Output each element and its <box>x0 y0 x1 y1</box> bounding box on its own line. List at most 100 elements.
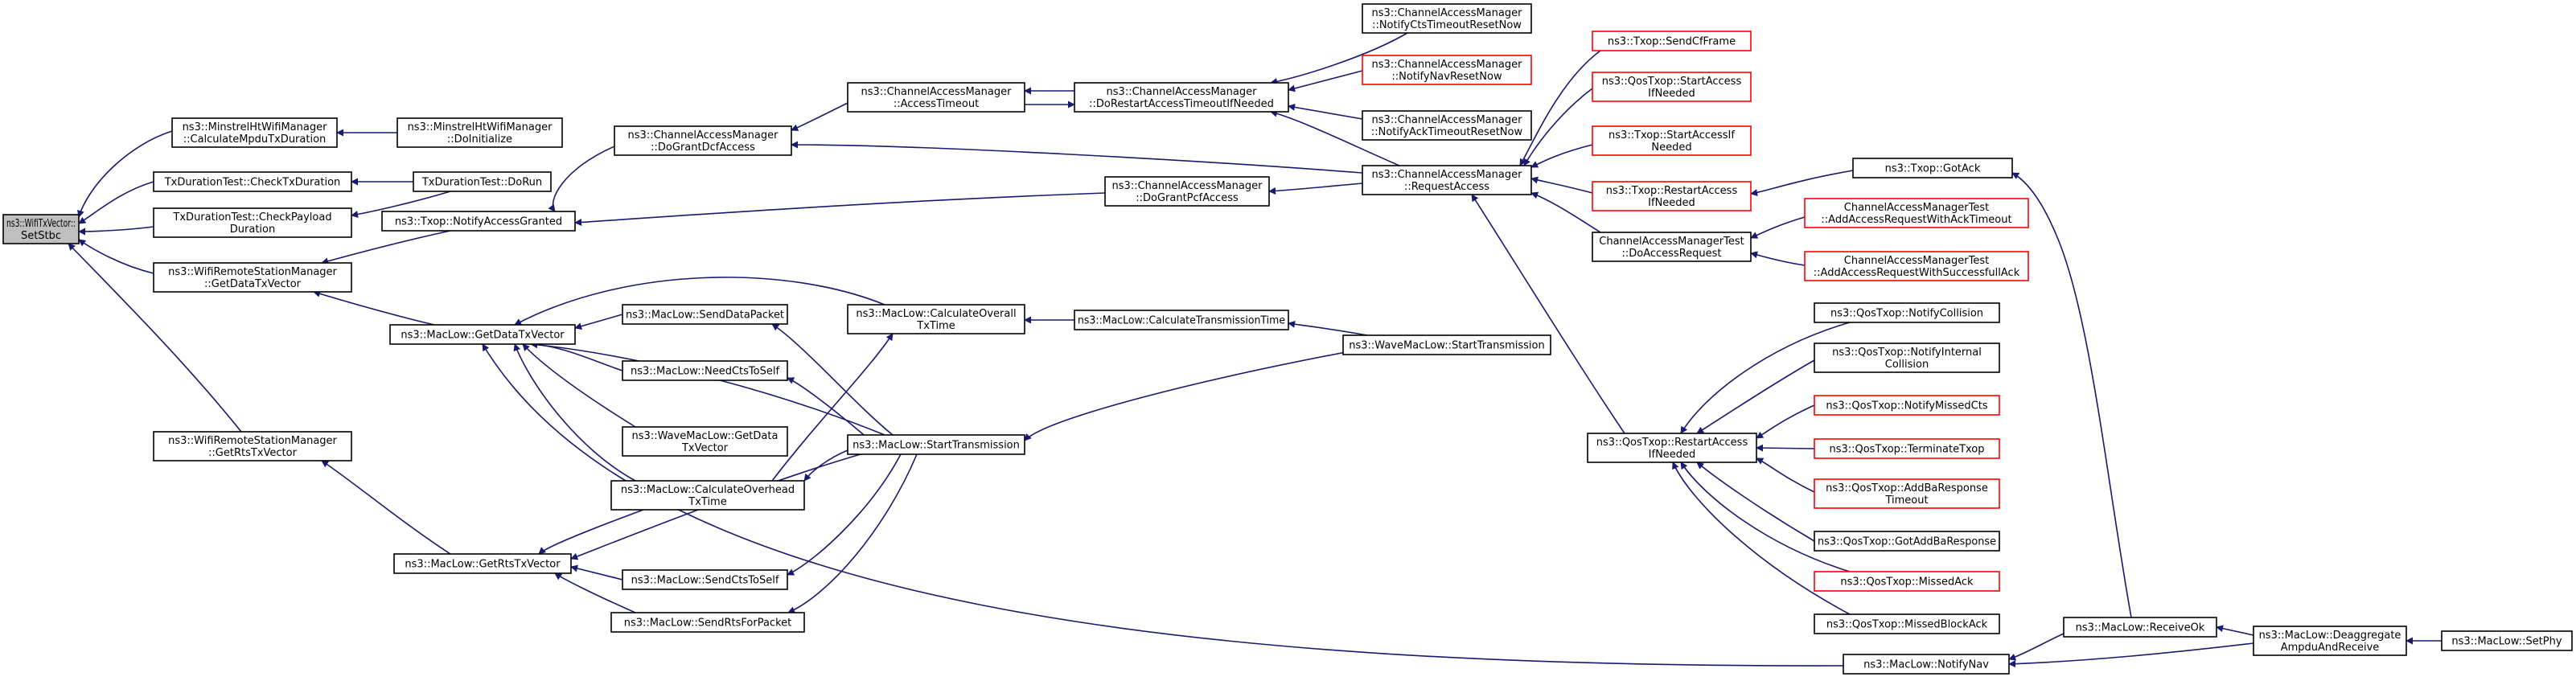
graph-node-n36[interactable]: ChannelAccessManagerTest::AddAccessReque… <box>1804 198 2029 228</box>
graph-node-n46[interactable]: ns3::Txop::GotAck <box>1852 158 2013 178</box>
node-box <box>1814 302 2000 323</box>
node-box <box>622 304 788 325</box>
graph-node-n41[interactable]: ns3::QosTxop::TerminateTxop <box>1814 438 2000 459</box>
edge-n27-to-n21 <box>1270 109 1400 166</box>
graph-node-n6[interactable]: ns3::WifiRemoteStationManager::GetDataTx… <box>153 262 352 293</box>
edge-path <box>791 102 848 131</box>
node-label: ns3::QosTxop::RestartAccess <box>1596 437 1748 449</box>
graph-node-n43[interactable]: ns3::QosTxop::GotAddBaResponse <box>1814 531 2000 552</box>
graph-node-n49[interactable]: ns3::MacLow::SetPhy <box>2441 630 2573 651</box>
graph-node-n14[interactable]: ns3::WaveMacLow::GetDataTxVector <box>622 426 788 457</box>
graph-node-n34[interactable]: ChannelAccessManagerTest::DoAccessReques… <box>1592 232 1752 262</box>
edge-path <box>1270 109 1400 166</box>
graph-node-n22[interactable]: ns3::ChannelAccessManager::DoGrantPcfAcc… <box>1104 176 1270 207</box>
graph-node-n12[interactable]: ns3::MacLow::SendDataPacket <box>622 304 788 325</box>
graph-node-n17[interactable]: ns3::MacLow::SendRtsForPacket <box>610 612 805 633</box>
node-label: ::GetRtsTxVector <box>208 447 298 459</box>
node-box <box>2063 617 2217 638</box>
node-label: ns3::MacLow::SendDataPacket <box>626 310 784 322</box>
node-label: ns3::WaveMacLow::StartTransmission <box>1349 340 1544 352</box>
edge-path <box>530 341 885 436</box>
node-label: ns3::Txop::GotAck <box>1885 163 1981 175</box>
edge-path <box>77 130 173 218</box>
node-box <box>153 207 352 238</box>
graph-node-n20[interactable]: ns3::MacLow::StartTransmission <box>847 434 1025 455</box>
node-box <box>1852 158 2013 178</box>
graph-node-n45[interactable]: ns3::QosTxop::MissedBlockAck <box>1814 613 2000 634</box>
node-label: ns3::MacLow::ReceiveOk <box>2076 622 2205 634</box>
node-label: ns3::ChannelAccessManager <box>1372 7 1523 19</box>
edge-path <box>570 564 623 580</box>
node-box <box>1592 31 1752 51</box>
node-label: ns3::Txop::NotifyAccessGranted <box>395 216 562 228</box>
node-label: ns3::QosTxop::AddBaResponse <box>1826 482 1988 494</box>
graph-node-n11[interactable]: ns3::MacLow::GetRtsTxVector <box>393 553 572 574</box>
graph-node-n16[interactable]: ns3::MacLow::SendCtsToSelf <box>622 569 788 590</box>
graph-node-n27[interactable]: ns3::ChannelAccessManager::RequestAccess <box>1362 165 1532 195</box>
node-box <box>393 553 572 574</box>
graph-node-n30[interactable]: ns3::Txop::SendCfFrame <box>1592 31 1752 51</box>
node-box <box>1362 3 1532 34</box>
edge-path <box>351 191 451 218</box>
edge-path <box>78 181 154 224</box>
graph-node-n37[interactable]: ChannelAccessManagerTest::AddAccessReque… <box>1804 251 2029 281</box>
graph-node-n29[interactable]: ns3::MacLow::NotifyNav <box>1843 654 2010 675</box>
graph-node-n24[interactable]: ns3::ChannelAccessManager::NotifyCtsTime… <box>1362 3 1532 34</box>
graph-node-n10[interactable]: ns3::MacLow::GetDataTxVector <box>389 324 576 345</box>
graph-node-n9[interactable]: ns3::Txop::NotifyAccessGranted <box>381 211 576 232</box>
node-box <box>381 211 576 232</box>
node-label: ns3::WifiRemoteStationManager <box>168 435 337 447</box>
edge-n12-to-n10 <box>574 314 623 330</box>
edge-path <box>321 460 451 555</box>
node-box <box>610 480 805 511</box>
edge-n46-to-n33 <box>1750 170 1854 197</box>
graph-node-n8[interactable]: ns3::ChannelAccessManager::DoGrantDcfAcc… <box>614 125 792 156</box>
graph-node-n3[interactable]: TxDurationTest::CheckTxDuration <box>153 171 352 192</box>
node-label: ns3::MacLow::StartTransmission <box>853 440 1020 452</box>
graph-node-n21[interactable]: ns3::ChannelAccessManager::DoRestartAcce… <box>1074 82 1289 113</box>
graph-node-n0[interactable]: ns3::WifiTxVector::SetStbc <box>2 214 80 244</box>
edge-n48-to-n29 <box>2008 642 2254 668</box>
edge-n30-to-n27 <box>1519 50 1601 166</box>
edge-path <box>1756 444 1815 452</box>
node-label: ChannelAccessManagerTest <box>1599 236 1744 248</box>
edge-path <box>1268 183 1363 195</box>
graph-node-n18[interactable]: ns3::ChannelAccessManager::AccessTimeout <box>847 82 1025 113</box>
edge-n34-to-n27 <box>1530 191 1601 233</box>
edge-path <box>482 343 1844 667</box>
edge-path <box>1471 194 1625 434</box>
graph-node-n25[interactable]: ns3::ChannelAccessManager::NotifyNavRese… <box>1362 55 1532 85</box>
edge-path <box>554 572 636 613</box>
graph-node-n28[interactable]: ns3::WaveMacLow::StartTransmission <box>1342 334 1551 355</box>
graph-node-n1[interactable]: ns3::MinstrelHtWifiManager::CalculateMpd… <box>171 117 338 148</box>
graph-node-n4[interactable]: TxDurationTest::DoRun <box>413 171 552 192</box>
graph-node-n7[interactable]: ns3::WifiRemoteStationManager::GetRtsTxV… <box>153 431 352 462</box>
graph-node-n23[interactable]: ns3::MacLow::CalculateTransmissionTime <box>1074 310 1289 330</box>
graph-node-n38[interactable]: ns3::QosTxop::NotifyCollision <box>1814 302 2000 323</box>
graph-node-n2[interactable]: ns3::MinstrelHtWifiManager::DoInitialize <box>396 117 563 148</box>
edge-path <box>787 453 918 613</box>
edge-n28-to-n23 <box>1288 320 1368 336</box>
node-box <box>1814 478 2000 509</box>
edge-path <box>2216 625 2254 636</box>
node-label: ChannelAccessManagerTest <box>1844 202 1989 214</box>
graph-node-n26[interactable]: ns3::ChannelAccessManager::NotifyAckTime… <box>1362 110 1532 141</box>
graph-node-n13[interactable]: ns3::MacLow::NeedCtsToSelf <box>622 360 788 381</box>
graph-node-n47[interactable]: ns3::MacLow::ReceiveOk <box>2063 617 2217 638</box>
edge-n29-to-n10 <box>482 343 1844 667</box>
edge-path <box>1680 462 1851 572</box>
node-label: ns3::MinstrelHtWifiManager <box>408 121 553 133</box>
graph-node-n44[interactable]: ns3::QosTxop::MissedAck <box>1814 571 2000 592</box>
graph-node-n40[interactable]: ns3::QosTxop::NotifyMissedCts <box>1814 395 2000 416</box>
edge-n33-to-n27 <box>1530 176 1593 194</box>
